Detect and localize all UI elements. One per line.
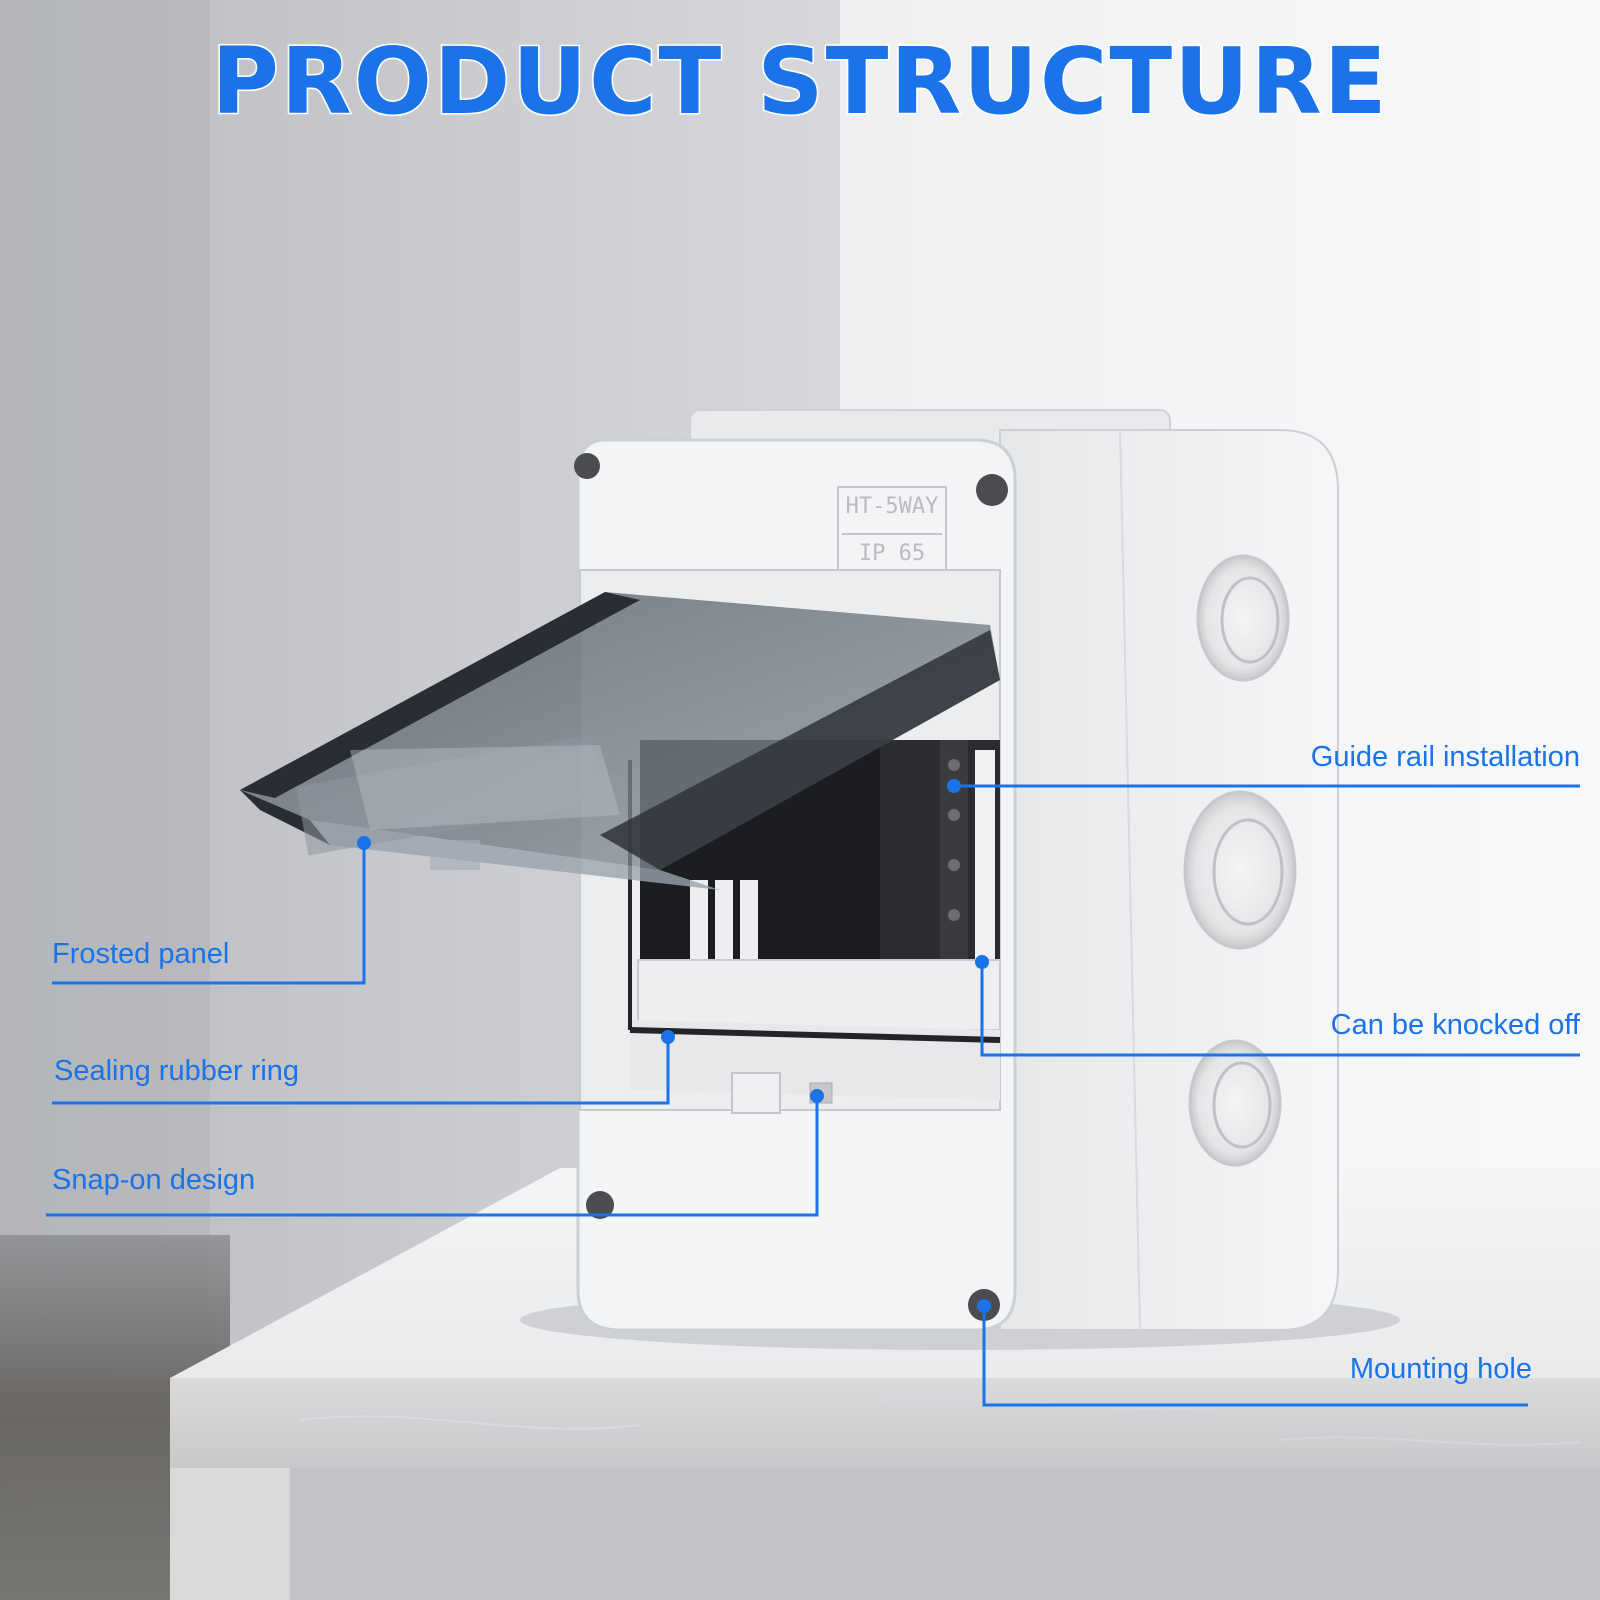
page-title: PRODUCT STRUCTURE	[210, 27, 1389, 137]
rating-marking-text: IP 65	[858, 541, 926, 566]
knock-off-label: Can be knocked off	[1330, 1009, 1580, 1041]
rating-marking: IP 65	[840, 541, 944, 566]
guide-rail-label: Guide rail installation	[1310, 741, 1580, 773]
model-marking: HT-5WAY	[840, 494, 944, 519]
mounting-hole-label: Mounting hole	[1349, 1353, 1532, 1385]
frosted-panel-label: Frosted panel	[52, 938, 230, 970]
knockout-top	[1196, 554, 1290, 682]
sealing-ring-label: Sealing rubber ring	[54, 1055, 300, 1087]
knockout-bottom	[1188, 1039, 1282, 1167]
snap-on-label: Snap-on design	[52, 1164, 256, 1196]
model-marking-text: HT-5WAY	[845, 494, 939, 519]
knockout-middle	[1183, 790, 1297, 950]
